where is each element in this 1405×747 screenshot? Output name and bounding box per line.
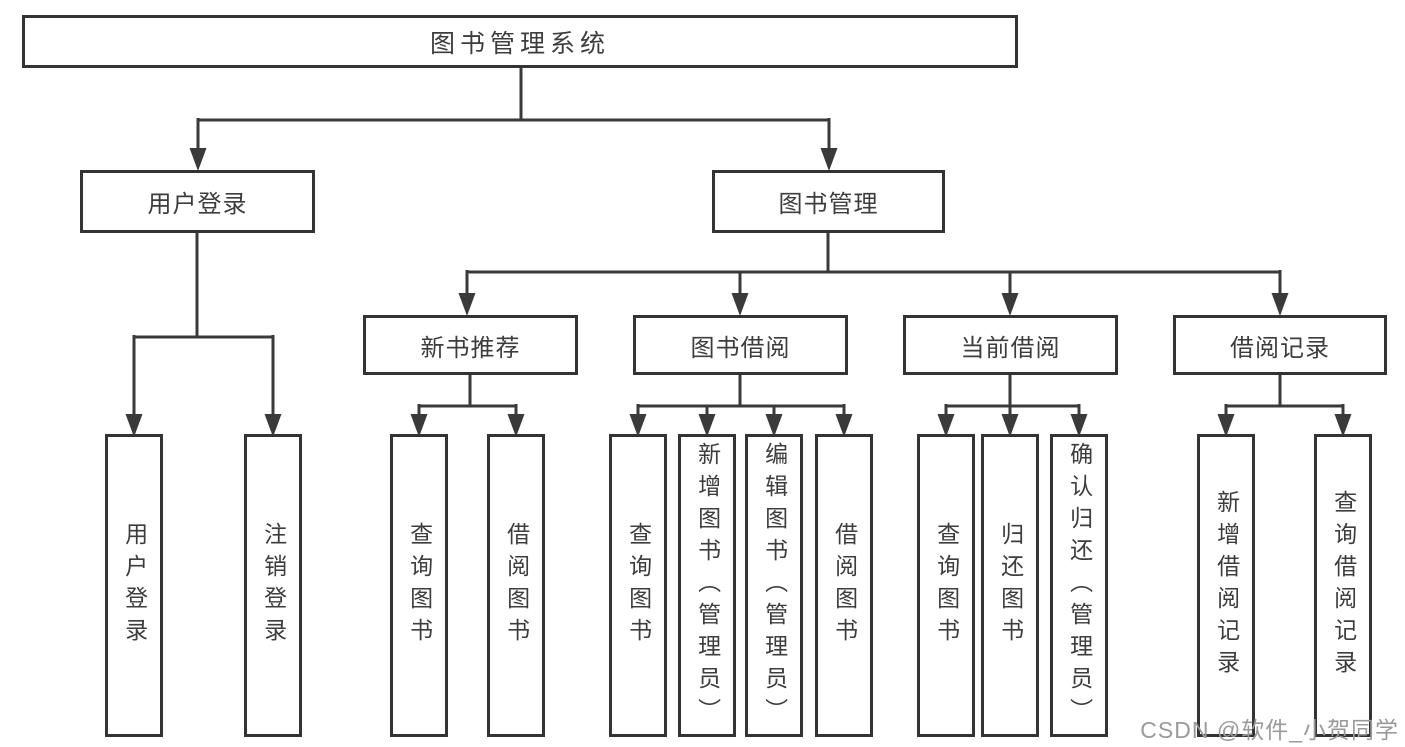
- arrowhead-down-icon: [264, 414, 282, 437]
- leaf-query-borrow-record: 查询借阅记录: [1314, 434, 1372, 737]
- arrowhead-down-icon: [507, 414, 525, 437]
- leaf-query-books-borrowing: 查询图书: [609, 434, 667, 737]
- arrowhead-down-icon: [937, 414, 955, 437]
- leaf-query-books-recommend: 查询图书: [390, 434, 448, 737]
- arrowhead-down-icon: [1070, 414, 1088, 437]
- arrowhead-down-icon: [125, 414, 143, 437]
- node-new-book-recommend: 新书推荐: [363, 315, 578, 375]
- leaf-borrow-books-recommend: 借阅图书: [487, 434, 545, 737]
- node-label: 查询图书: [625, 521, 652, 650]
- node-label: 查询图书: [933, 521, 960, 650]
- arrowhead-down-icon: [189, 148, 207, 171]
- node-label: 注销登录: [260, 521, 287, 650]
- node-label: 查询图书: [406, 521, 433, 650]
- arrowhead-down-icon: [835, 414, 853, 437]
- node-user-login: 用户登录: [80, 170, 315, 233]
- node-label: 图书管理系统: [429, 29, 610, 58]
- node-label: 查询借阅记录: [1330, 489, 1357, 682]
- leaf-add-book-admin: 新增图书（管理员）: [678, 434, 736, 737]
- node-label: 新增借阅记录: [1213, 489, 1240, 682]
- arrowhead-down-icon: [765, 414, 783, 437]
- node-label: 用户登录: [147, 191, 248, 218]
- node-book-borrowing: 图书借阅: [633, 315, 848, 375]
- arrowhead-down-icon: [1001, 414, 1019, 437]
- node-label: 借阅图书: [503, 521, 530, 650]
- leaf-confirm-return-admin: 确认归还（管理员）: [1050, 434, 1108, 737]
- node-label: 当前借阅: [960, 334, 1061, 362]
- leaf-borrow-books-borrowing: 借阅图书: [815, 434, 873, 737]
- arrowhead-down-icon: [820, 148, 838, 171]
- csdn-watermark: CSDN @软件_小贺同学: [1140, 717, 1399, 743]
- leaf-add-borrow-record: 新增借阅记录: [1197, 434, 1255, 737]
- arrowhead-down-icon: [1271, 293, 1289, 316]
- node-book-management: 图书管理: [712, 170, 945, 233]
- arrowhead-down-icon: [1334, 414, 1352, 437]
- arrowhead-down-icon: [410, 414, 428, 437]
- node-current-borrowing: 当前借阅: [903, 315, 1118, 375]
- node-label: 借阅图书: [831, 521, 858, 650]
- node-label: 归还图书: [997, 521, 1024, 650]
- node-label: 编辑图书（管理员）: [761, 441, 788, 730]
- arrowhead-down-icon: [731, 293, 749, 316]
- node-system-root: 图书管理系统: [22, 15, 1018, 68]
- node-label: 新增图书（管理员）: [694, 441, 721, 730]
- node-label: 图书管理: [778, 191, 879, 218]
- arrowhead-down-icon: [458, 293, 476, 316]
- arrowhead-down-icon: [629, 414, 647, 437]
- node-borrowing-records: 借阅记录: [1173, 315, 1387, 375]
- arrowhead-down-icon: [1217, 414, 1235, 437]
- leaf-edit-book-admin: 编辑图书（管理员）: [745, 434, 803, 737]
- leaf-query-books-current: 查询图书: [917, 434, 975, 737]
- leaf-logout: 注销登录: [244, 434, 302, 737]
- node-label: 确认归还（管理员）: [1066, 441, 1093, 730]
- node-label: 用户登录: [121, 521, 148, 650]
- arrowhead-down-icon: [698, 414, 716, 437]
- node-label: 借阅记录: [1230, 334, 1330, 362]
- leaf-user-login: 用户登录: [105, 434, 163, 737]
- node-label: 新书推荐: [420, 334, 521, 362]
- node-label: 图书借阅: [690, 334, 791, 362]
- leaf-return-books: 归还图书: [981, 434, 1039, 737]
- arrowhead-down-icon: [1001, 293, 1019, 316]
